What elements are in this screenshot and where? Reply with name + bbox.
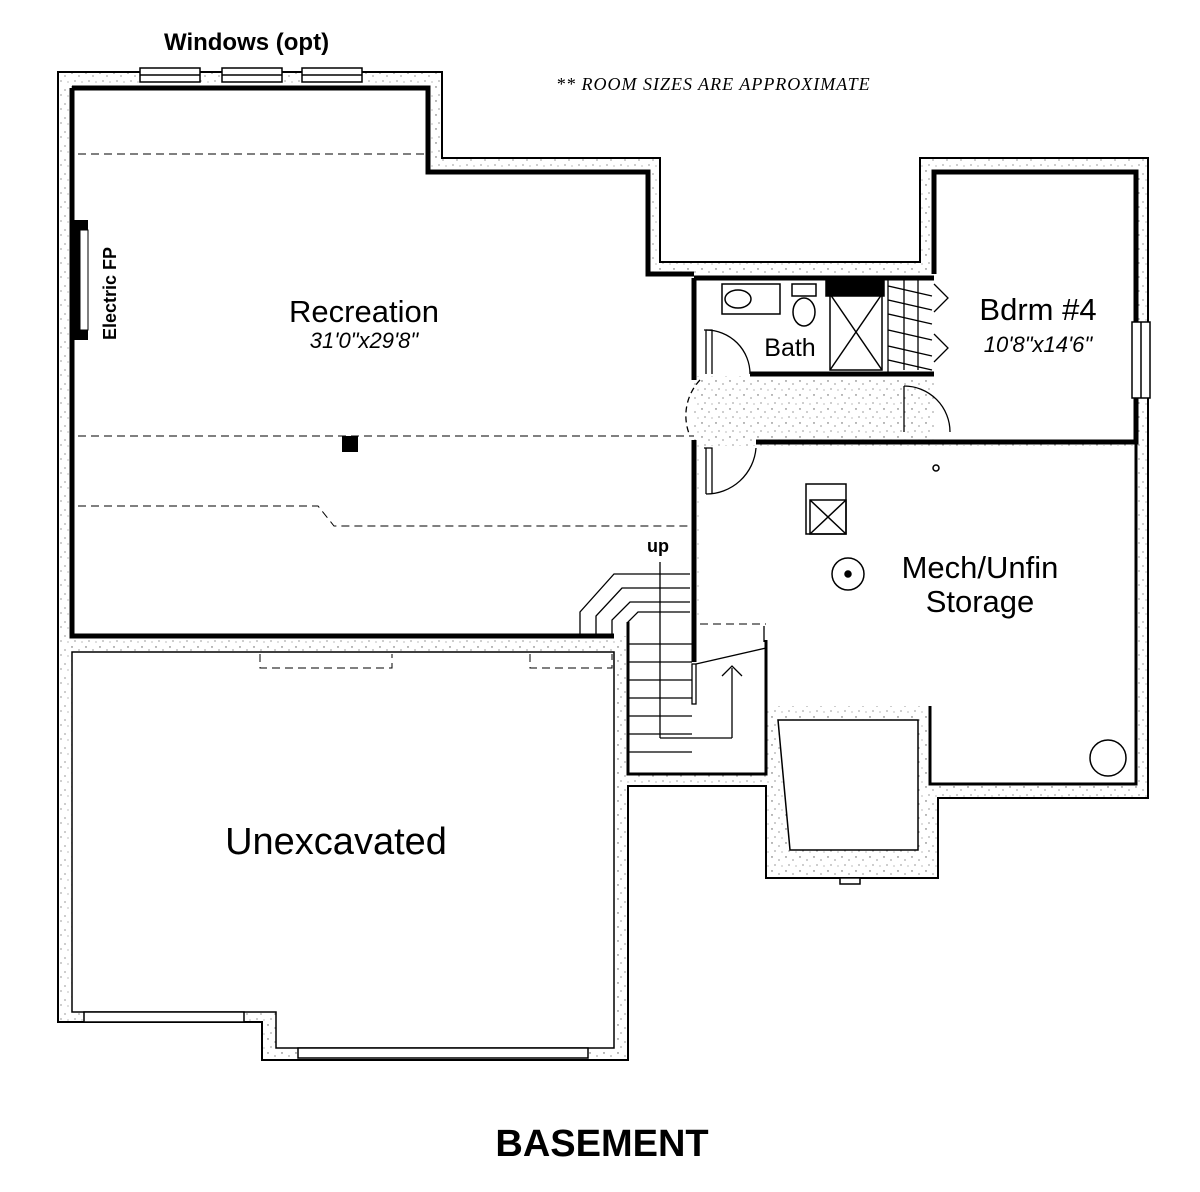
windows-top: [139, 67, 363, 83]
recreation-size: 31'0"x29'8": [310, 328, 420, 353]
approx-note: ** ROOM SIZES ARE APPROXIMATE: [556, 74, 871, 94]
windows-label: Windows (opt): [164, 29, 329, 56]
plan-title: BASEMENT: [495, 1123, 708, 1165]
mech-equipment: [805, 464, 1127, 777]
fireplace-label: Electric FP: [100, 247, 120, 340]
water-heater-icon: [831, 557, 865, 591]
sump-icon: [1089, 739, 1127, 777]
toilet-tank: [791, 283, 817, 297]
closet-doors: [887, 280, 949, 372]
electric-fireplace: [72, 220, 89, 340]
toilet-icon: [792, 297, 816, 327]
unexcavated-name: Unexcavated: [225, 821, 447, 863]
foundation-walls: [57, 71, 1149, 1061]
sink-icon: [724, 289, 752, 309]
mech-name-line1: Mech/Unfin: [902, 550, 1059, 585]
bath-name: Bath: [764, 334, 815, 362]
support-column: [342, 436, 358, 452]
floor-drain-icon: [932, 464, 940, 472]
bath-fixtures: [721, 277, 885, 371]
bedroom4-name: Bdrm #4: [979, 292, 1096, 327]
windows-bottom: [83, 877, 861, 1059]
recreation-name: Recreation: [289, 294, 439, 329]
mech-name-line2: Storage: [926, 584, 1035, 619]
window-bedroom: [1131, 321, 1151, 399]
stairs: [579, 562, 767, 753]
bedroom4-size: 10'8"x14'6": [984, 332, 1094, 357]
stairs-up-label: up: [647, 536, 669, 556]
doors: [685, 329, 951, 495]
dashed-lines: [78, 153, 766, 669]
